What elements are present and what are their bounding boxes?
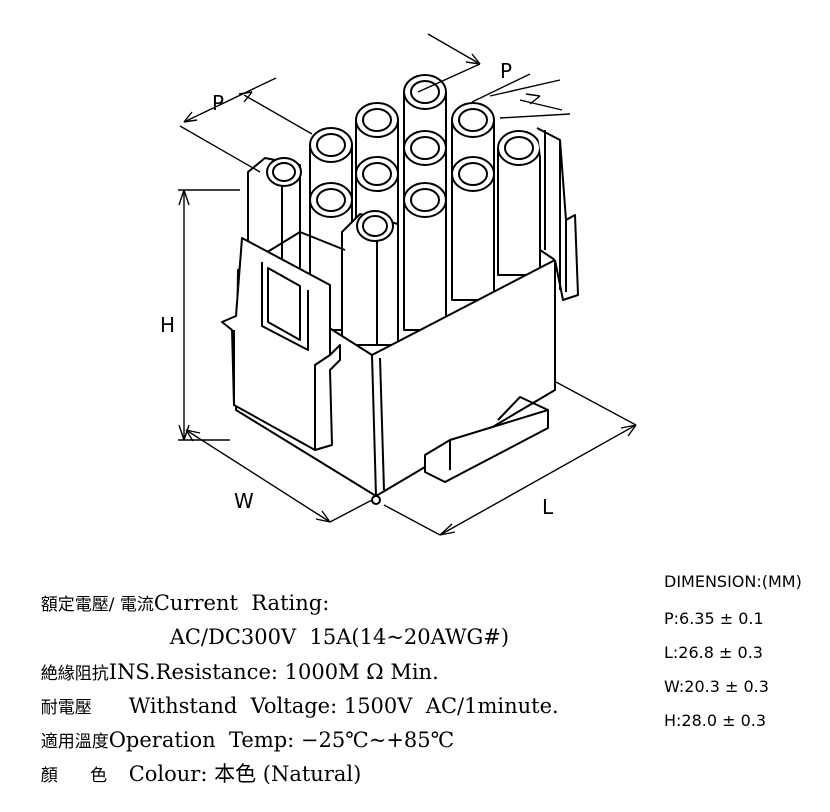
pin-tube bbox=[497, 130, 541, 276]
pin-tube bbox=[403, 182, 447, 331]
pitch-label-left: P bbox=[212, 91, 224, 115]
spec-value: AC/DC300V 15A(14~20AWG#) bbox=[169, 625, 510, 649]
spec-value: INS.Resistance: 1000M Ω Min. bbox=[108, 660, 439, 684]
front-latch bbox=[221, 237, 341, 451]
spec-label-cn: 顏 色 bbox=[40, 766, 108, 786]
pin-tube bbox=[451, 156, 495, 301]
spec-value: Withstand Voltage: 1500V AC/1minute. bbox=[128, 694, 559, 718]
dimension-lines bbox=[178, 33, 637, 536]
spec-label-cn: 絶緣阻抗 bbox=[40, 664, 109, 684]
spec-withstand-voltage: 耐電壓 Withstand Voltage: 1500V AC/1minute. bbox=[14, 670, 559, 744]
spec-value: Colour: 本色 (Natural) bbox=[128, 762, 362, 786]
dimension-title: DIMENSION:(MM) bbox=[664, 572, 802, 591]
spec-label-cn: 額定電壓/ 電流 bbox=[40, 595, 154, 615]
spec-value: Operation Temp: −25℃~+85℃ bbox=[108, 728, 455, 752]
side-latch bbox=[536, 127, 579, 301]
spec-colour: 顏 色 Colour: 本色 (Natural) bbox=[14, 738, 362, 812]
spec-operation-temp: 適用溫度Operation Temp: −25℃~+85℃ bbox=[14, 704, 454, 778]
width-label: W bbox=[234, 489, 254, 513]
length-label: L bbox=[542, 495, 554, 519]
connector-isometric-drawing: P P H W L bbox=[160, 33, 637, 536]
spec-current-rating-value: AC/DC300V 15A(14~20AWG#) bbox=[143, 601, 509, 673]
spec-label-cn: 適用溫度 bbox=[40, 732, 109, 752]
dimension-row-p: P:6.35 ± 0.1 bbox=[664, 609, 764, 628]
spec-ins-resistance: 絶緣阻抗INS.Resistance: 1000M Ω Min. bbox=[14, 636, 439, 710]
spec-value: Current Rating: bbox=[153, 591, 330, 615]
polarized-pin-tube bbox=[341, 210, 399, 346]
dimension-row-w: W:20.3 ± 0.3 bbox=[664, 677, 769, 696]
spec-label-cn: 耐電壓 bbox=[40, 698, 92, 718]
bottom-rib bbox=[424, 396, 549, 483]
dimension-row-h: H:28.0 ± 0.3 bbox=[664, 711, 767, 730]
height-label: H bbox=[160, 313, 175, 337]
pitch-label-top: P bbox=[500, 59, 512, 83]
dimension-row-l: L:26.8 ± 0.3 bbox=[664, 643, 763, 662]
spec-current-rating: 額定電壓/ 電流Current Rating: bbox=[14, 567, 330, 641]
